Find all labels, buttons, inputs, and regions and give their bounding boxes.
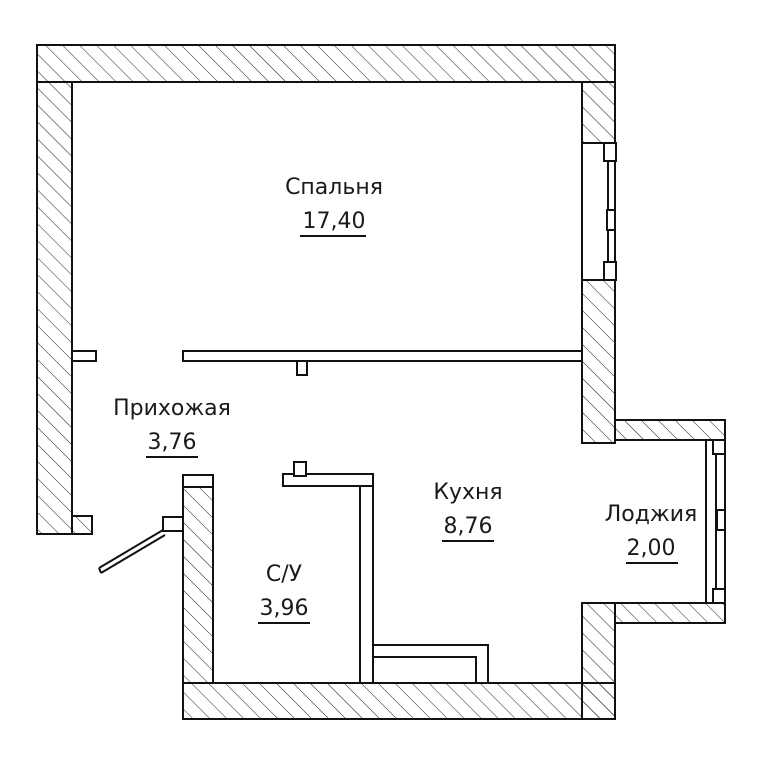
room-loggia: Лоджия 2,00 [605, 502, 698, 564]
wall-bottom [182, 682, 616, 720]
room-hallway: Прихожая 3,76 [113, 396, 231, 458]
partition-bedroom [182, 350, 583, 362]
room-area-kitchen: 8,76 [444, 514, 493, 539]
wall-right-upper [581, 81, 616, 144]
window-bedroom [581, 142, 617, 281]
room-area-bedroom: 17,40 [303, 209, 366, 234]
room-area-loggia: 2,00 [627, 536, 676, 561]
room-bedroom: Спальня 17,40 [285, 175, 383, 237]
room-name-bathroom: С/У [266, 562, 303, 587]
partition-bathroom-right [359, 485, 374, 684]
room-area-hallway: 3,76 [148, 430, 197, 455]
entrance-block [182, 474, 214, 488]
wall-top [36, 44, 616, 83]
room-name-bedroom: Спальня [285, 175, 383, 200]
wall-right-middle [581, 279, 616, 444]
kitchen-counter-inner [372, 656, 477, 684]
partition-notch [296, 360, 308, 376]
room-name-hallway: Прихожая [113, 396, 231, 421]
room-bathroom: С/У 3,96 [258, 562, 310, 624]
room-name-kitchen: Кухня [433, 480, 502, 505]
wall-loggia-top [614, 419, 726, 441]
wall-left [36, 81, 73, 535]
partition-bathroom-top-stub [293, 461, 307, 477]
entrance-door [98, 529, 166, 574]
wall-bathroom-left [182, 474, 214, 684]
entrance-door-jamb [162, 516, 184, 532]
wall-left-stub [71, 515, 93, 535]
window-loggia [705, 439, 726, 604]
partition-bedroom-left [71, 350, 97, 362]
room-name-loggia: Лоджия [605, 502, 698, 527]
interior-partitions [71, 350, 583, 684]
outer-walls [36, 44, 726, 720]
room-kitchen: Кухня 8,76 [433, 480, 503, 542]
wall-loggia-bottom [614, 602, 726, 624]
room-area-bathroom: 3,96 [260, 596, 309, 621]
